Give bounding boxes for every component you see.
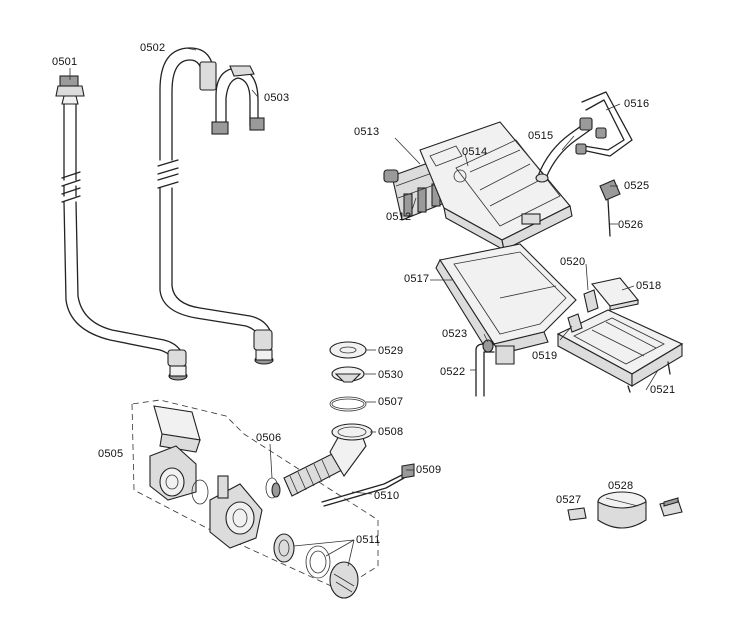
bellows-0508: [283, 423, 373, 497]
drawer-0521: [556, 309, 684, 393]
hose-0516: [575, 91, 633, 157]
label-0523: 0523: [442, 328, 468, 340]
clamp-0506: [265, 477, 281, 499]
label-0501: 0501: [52, 56, 78, 68]
label-0529: 0529: [378, 345, 404, 357]
leader-lines: [69, 47, 659, 567]
label-0511: 0511: [356, 534, 381, 546]
label-0516: 0516: [624, 98, 650, 110]
label-0518: 0518: [636, 280, 662, 292]
connector-0509: [401, 463, 415, 479]
cap-0528: [597, 491, 647, 529]
label-0526: 0526: [618, 219, 644, 231]
seal-0529: [329, 341, 367, 359]
label-0513: 0513: [354, 126, 380, 138]
siphon-0520: [583, 289, 599, 313]
flap-0530: [331, 366, 365, 383]
label-0505: 0505: [98, 448, 124, 460]
drain-hose-0502: [157, 47, 274, 365]
label-0528: 0528: [608, 480, 634, 492]
label-0519: 0519: [532, 350, 558, 362]
label-0515: 0515: [528, 130, 554, 142]
ring-0507: [329, 396, 367, 412]
label-0530: 0530: [378, 369, 404, 381]
drawer-housing-0517: [435, 243, 577, 365]
label-0517: 0517: [404, 273, 430, 285]
sensor-0525: [599, 179, 621, 237]
label-0507: 0507: [378, 396, 404, 408]
dispenser-cover-0514: [419, 121, 573, 252]
hose-0515: [535, 117, 593, 183]
lever-0518: [591, 277, 639, 311]
label-0522: 0522: [440, 366, 466, 378]
label-0527: 0527: [556, 494, 582, 506]
caps-0511: [273, 533, 359, 599]
label-0510: 0510: [374, 490, 400, 502]
label-0525: 0525: [624, 180, 650, 192]
label-0509: 0509: [416, 464, 442, 476]
label-0514: 0514: [462, 146, 488, 158]
label-0508: 0508: [378, 426, 404, 438]
hose-clip-0503: [211, 65, 265, 135]
label-0521: 0521: [650, 384, 676, 396]
plug-extra: [659, 497, 683, 517]
hose-0510: [321, 473, 405, 507]
plug-0527: [567, 507, 587, 521]
label-0502: 0502: [140, 42, 166, 54]
label-0506: 0506: [256, 432, 282, 444]
label-0503: 0503: [264, 92, 290, 104]
inlet-hose-0501: [55, 75, 188, 381]
tube-0522: [475, 339, 495, 397]
pump-assembly-0505: [131, 399, 379, 591]
label-0520: 0520: [560, 256, 586, 268]
label-0512: 0512: [386, 211, 412, 223]
